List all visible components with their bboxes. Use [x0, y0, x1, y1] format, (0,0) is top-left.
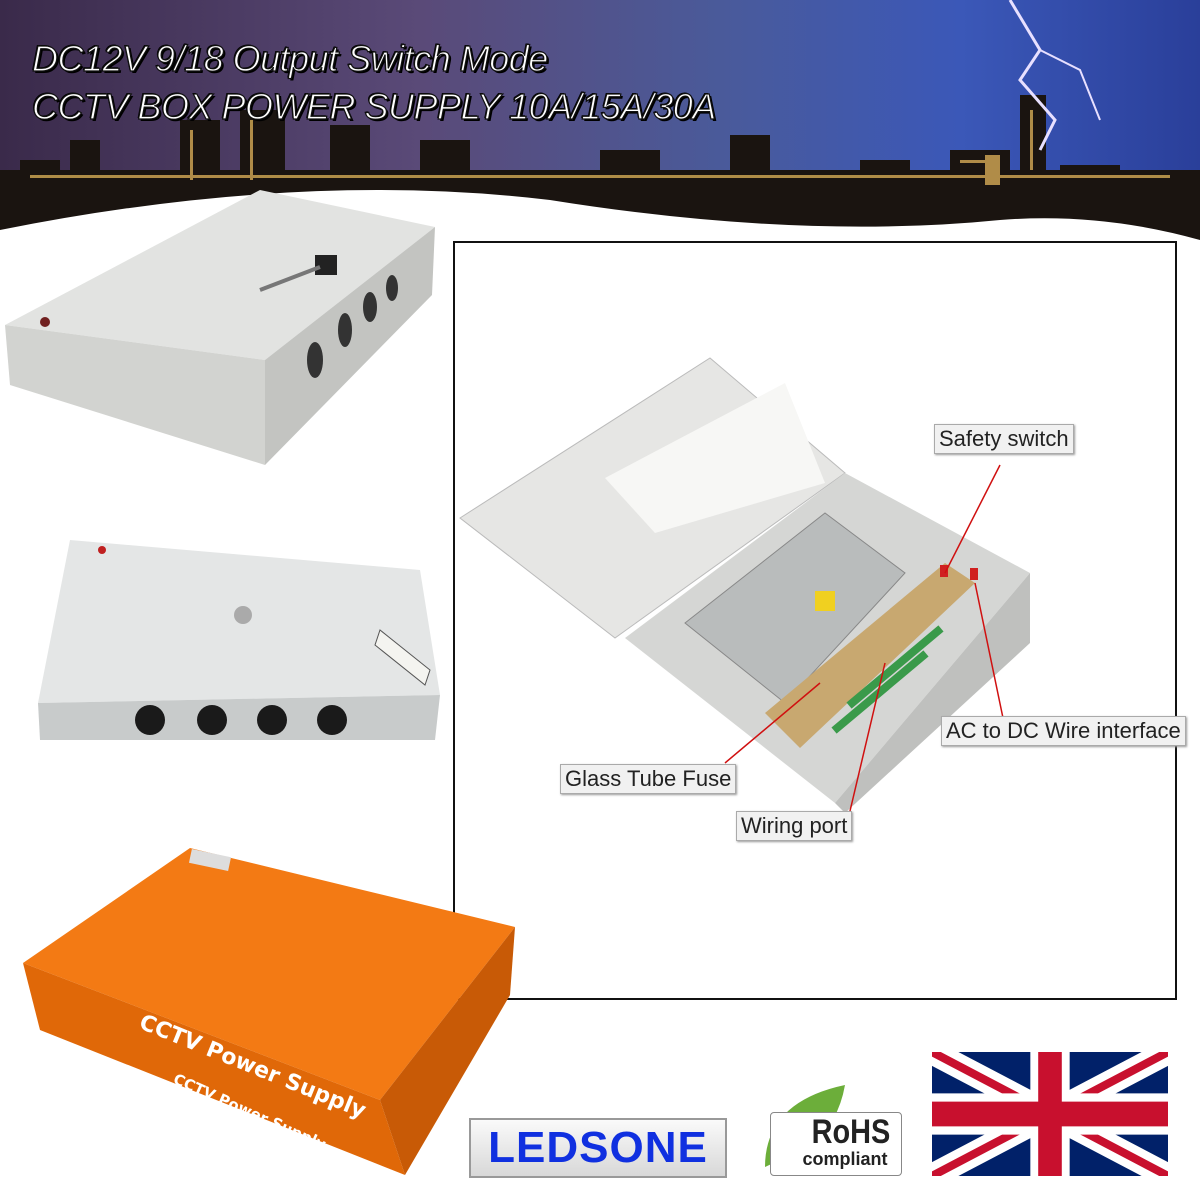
lock-icon [234, 606, 252, 624]
rohs-badge: RoHS compliant [770, 1112, 902, 1176]
key-icon [315, 255, 337, 275]
ledsone-logo: LEDSONE [469, 1118, 727, 1178]
uk-flag-icon [932, 1052, 1168, 1176]
title-line-1: DC12V 9/18 Output Switch Mode [31, 37, 548, 79]
callout-safety-switch: Safety switch [934, 424, 1074, 454]
annotated-diagram-panel: Safety switch AC to DC Wire interface Gl… [453, 241, 1186, 1000]
callout-wiring-port: Wiring port [736, 811, 853, 841]
rohs-label: RoHS [811, 1113, 891, 1151]
power-box-top-view-image [5, 190, 435, 465]
power-box-front-view-image [38, 540, 440, 740]
title-line-2: CCTV BOX POWER SUPPLY 10A/15A/30A [31, 85, 717, 127]
rohs-compliant-label: compliant [802, 1149, 888, 1169]
callout-ac-dc-interface: AC to DC Wire interface [941, 716, 1186, 746]
open-power-box-image [459, 357, 1030, 813]
packaging-box-image [23, 848, 515, 1175]
callout-glass-tube-fuse: Glass Tube Fuse [560, 764, 737, 794]
